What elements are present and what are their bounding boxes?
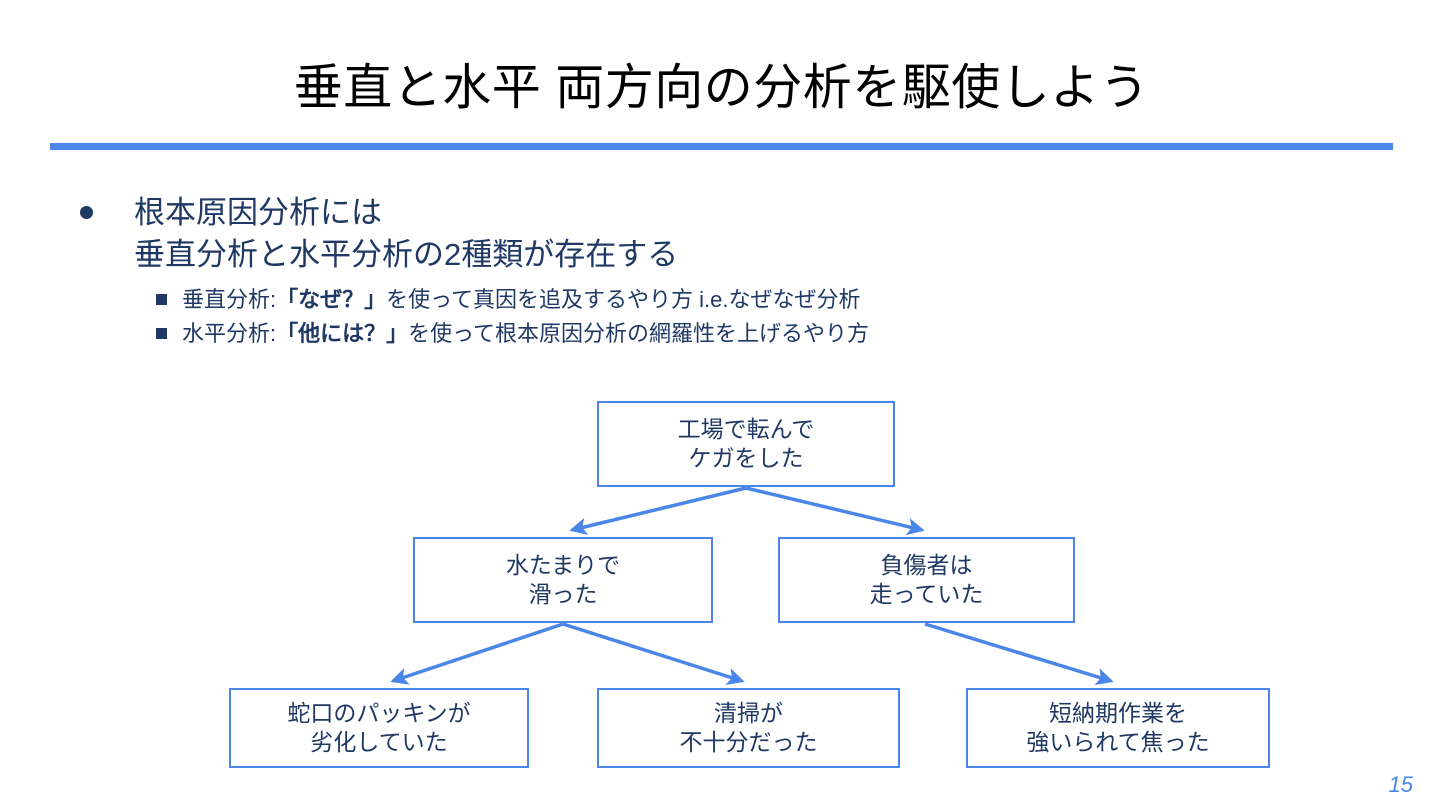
square-bullet-icon bbox=[156, 294, 167, 306]
body-content: 根本原因分析には 垂直分析と水平分析の2種類が存在する 垂直分析:「なぜ？」を使… bbox=[60, 192, 1380, 351]
diagram-node-mid-right: 負傷者は 走っていた bbox=[778, 537, 1075, 623]
diagram-node-top: 工場で転んで ケガをした bbox=[597, 401, 895, 487]
node-line-2: 滑った bbox=[528, 581, 598, 607]
round-bullet-icon bbox=[80, 206, 93, 219]
sub-bullet-suffix: を使って根本原因分析の網羅性を上げるやり方 bbox=[408, 321, 870, 347]
main-bullet-item: 根本原因分析には 垂直分析と水平分析の2種類が存在する bbox=[60, 192, 1380, 275]
sub-bullet-prefix: 水平分析: bbox=[182, 321, 277, 347]
edge-mid-left-to-bot-2 bbox=[562, 622, 745, 685]
node-line-2: 走っていた bbox=[869, 581, 984, 607]
node-line-1: 短納期作業を bbox=[1049, 699, 1187, 726]
node-line-2: 不十分だった bbox=[679, 729, 818, 755]
page-number: 15 bbox=[1388, 772, 1413, 797]
sub-bullet-list: 垂直分析:「なぜ？」を使って真因を追及するやり方 i.e.なぜなぜ分析 水平分析… bbox=[60, 283, 1380, 351]
edge-mid-right-to-bot-3 bbox=[924, 622, 1114, 686]
node-line-2: 劣化していた bbox=[310, 729, 448, 755]
main-bullet-line-2: 垂直分析と水平分析の2種類が存在する bbox=[134, 236, 679, 272]
sub-bullet-item-vertical: 垂直分析:「なぜ？」を使って真因を追及するやり方 i.e.なぜなぜ分析 bbox=[60, 283, 1380, 317]
main-bullet-line-1: 根本原因分析には bbox=[134, 195, 382, 230]
node-line-1: 水たまりで bbox=[505, 551, 621, 578]
title-underline-rule bbox=[50, 143, 1393, 150]
diagram-node-bottom-2: 清掃が 不十分だった bbox=[597, 688, 900, 768]
node-line-1: 負傷者は bbox=[880, 551, 973, 578]
sub-bullet-suffix: を使って真因を追及するやり方 i.e.なぜなぜ分析 bbox=[386, 287, 861, 313]
page-title: 垂直と水平 両方向の分析を駆使しよう bbox=[293, 61, 1150, 115]
node-line-1: 蛇口のパッキンが bbox=[287, 699, 471, 726]
sub-bullet-emphasis: 「他には？」 bbox=[276, 321, 409, 347]
sub-bullet-emphasis: 「なぜ？」 bbox=[276, 287, 387, 313]
square-bullet-icon bbox=[156, 328, 167, 340]
diagram-node-bottom-1: 蛇口のパッキンが 劣化していた bbox=[229, 688, 529, 768]
node-line-1: 工場で転んで bbox=[677, 415, 815, 442]
sub-bullet-prefix: 垂直分析: bbox=[182, 287, 277, 313]
diagram-node-bottom-3: 短納期作業を 強いられて焦った bbox=[966, 688, 1270, 768]
edge-top-to-mid-right bbox=[745, 486, 925, 536]
sub-bullet-item-horizontal: 水平分析:「他には？」を使って根本原因分析の網羅性を上げるやり方 bbox=[60, 317, 1380, 351]
node-line-2: 強いられて焦った bbox=[1026, 729, 1210, 755]
edge-top-to-mid-left bbox=[569, 486, 747, 536]
edge-mid-left-to-bot-1 bbox=[390, 622, 564, 685]
node-line-2: ケガをした bbox=[688, 445, 804, 471]
diagram-node-mid-left: 水たまりで 滑った bbox=[413, 537, 713, 623]
node-line-1: 清掃が bbox=[714, 699, 783, 726]
